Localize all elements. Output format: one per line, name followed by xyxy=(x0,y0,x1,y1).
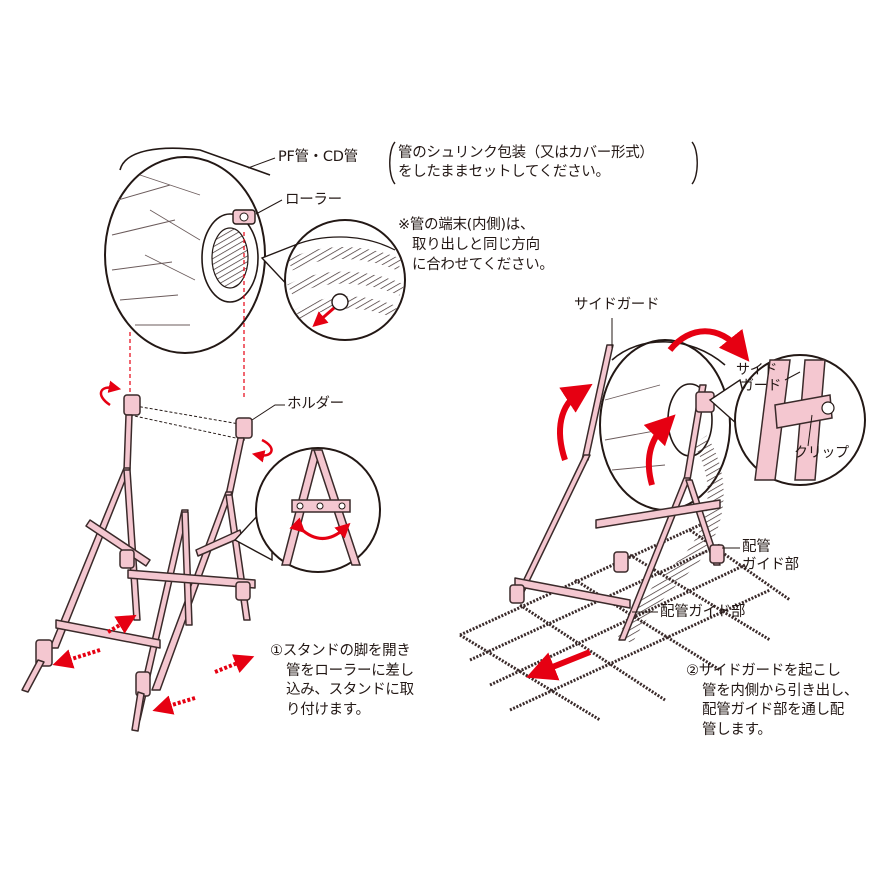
step-1-line: 込み、スタンドに取 xyxy=(286,682,414,698)
stand-right xyxy=(509,344,725,641)
step-2-line: 管を内側から引き出し、 xyxy=(702,682,859,699)
step-1-line: ①スタンドの脚を開き xyxy=(270,643,411,659)
raise-arrow-2 xyxy=(643,414,676,486)
pf-cd-label: PF管・CD管 xyxy=(278,149,358,165)
bracket-right xyxy=(691,141,698,185)
spread-arrow-3 xyxy=(152,695,196,715)
raise-arrow-1 xyxy=(557,383,593,461)
step-2-line: ②サイドガードを起こし xyxy=(686,663,841,679)
spread-arrow-4 xyxy=(214,654,255,674)
rotate-arrow-right xyxy=(251,438,273,463)
raise-arrow-3 xyxy=(667,328,750,362)
leg-hinge-zoom xyxy=(233,447,381,573)
roller-part xyxy=(232,209,256,225)
pipe-coil-right xyxy=(599,339,731,644)
pipe-direction-arrow xyxy=(526,649,592,681)
clip-leader xyxy=(807,414,813,447)
hinge-swing-arrow xyxy=(289,517,351,540)
step-1-line: り付けます。 xyxy=(286,701,370,718)
clip-zoom xyxy=(708,354,866,486)
zoom-guard-leader xyxy=(784,371,801,381)
step-1-line: 管をローラーに差し xyxy=(286,662,414,679)
side-guard-label: サイドガード xyxy=(574,297,660,313)
holder-label: ホルダー xyxy=(287,396,344,412)
rotate-arrow-left xyxy=(99,380,122,407)
roller-label: ローラー xyxy=(285,192,342,208)
step-2-text: ②サイドガードを起こし 管を内側から引き出し、 配管ガイド部を通し配 管します。 xyxy=(686,662,859,740)
end-note-line-1: ※管の端末(内側)は、 xyxy=(398,217,535,233)
spread-arrow-1 xyxy=(52,648,101,669)
clip-label: クリップ xyxy=(794,445,849,461)
end-note-line-2: 取り出しと同じ方向 xyxy=(412,237,540,253)
stand-left xyxy=(21,394,256,732)
spread-arrow-2 xyxy=(106,614,137,634)
pipe-coil-left xyxy=(104,147,271,354)
step-1-text: ①スタンドの脚を開き 管をローラーに差し 込み、スタンドに取 り付けます。 xyxy=(270,642,414,720)
holder-leader xyxy=(251,404,285,421)
pipe-out-arrow xyxy=(312,306,335,327)
pf-cd-leader xyxy=(247,157,276,169)
dashed-axle xyxy=(129,404,246,441)
roller-leader xyxy=(255,199,283,215)
pipe-guide-label-1b: ガイド部 xyxy=(742,557,799,573)
shrink-note-line-1: 管のシュリンク包装（又はカバー形式） xyxy=(398,145,654,161)
pipe-guide-label-1a: 配管 xyxy=(742,539,771,555)
end-note-line-3: に合わせてください。 xyxy=(412,257,554,273)
side-guard-zoom-label-1: サイド xyxy=(736,362,778,378)
bracket-left xyxy=(389,141,396,185)
step-2-line: 管します。 xyxy=(702,721,772,738)
step-2-line: 配管ガイド部を通し配 xyxy=(702,702,844,718)
side-guard-zoom-label-2: ガード xyxy=(740,378,782,394)
shrink-note-line-2: をしたままセットしてください。 xyxy=(398,164,610,180)
pipe-guide-label-2: 配管ガイド部 xyxy=(660,604,746,620)
pipe-end-zoom xyxy=(260,219,406,341)
